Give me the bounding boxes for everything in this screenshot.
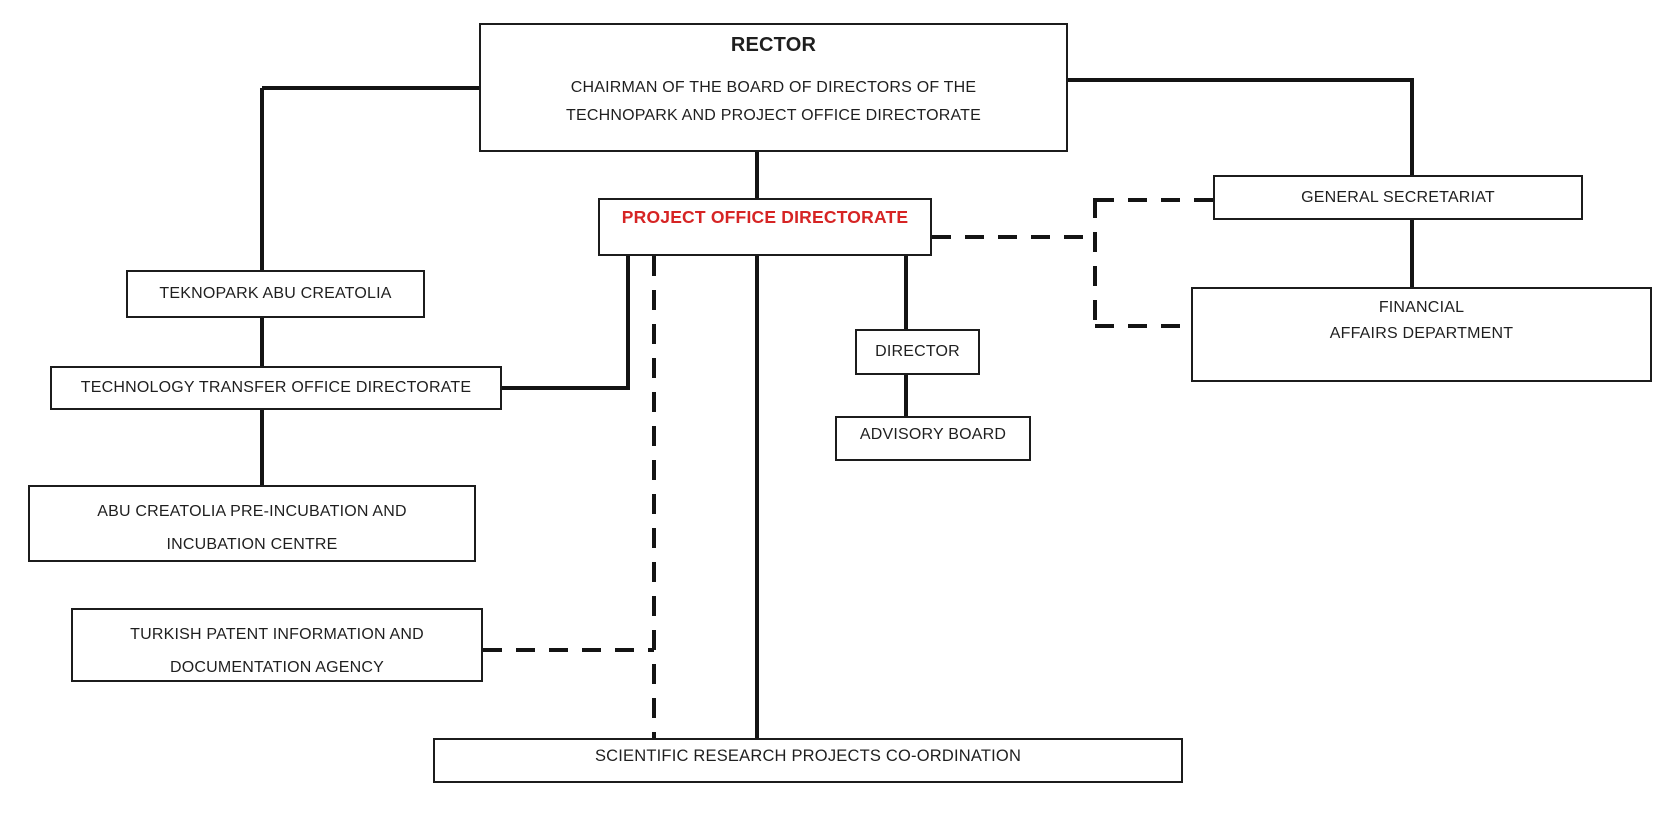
connector-rector-right	[1068, 78, 1414, 82]
node-project-office-directorate: PROJECT OFFICE DIRECTORATE	[598, 198, 932, 256]
node-general-secretariat: GENERAL SECRETARIAT	[1213, 175, 1583, 220]
financial-label-line1: FINANCIAL	[1378, 299, 1465, 316]
scientific-research-label: SCIENTIFIC RESEARCH PROJECTS CO-ORDINATI…	[594, 747, 1022, 765]
node-abu-creatolia-incubation-centre: ABU CREATOLIA PRE-INCUBATION AND INCUBAT…	[28, 485, 476, 562]
rector-subtitle-line1: CHAIRMAN OF THE BOARD OF DIRECTORS OF TH…	[570, 79, 977, 96]
node-project-office-label: PROJECT OFFICE DIRECTORATE	[621, 207, 909, 227]
teknopark-label: TEKNOPARK ABU CREATOLIA	[159, 285, 392, 302]
abu-incubation-label-line2: INCUBATION CENTRE	[166, 536, 338, 553]
connector-project-office-tto-horizontal	[502, 386, 630, 390]
connector-project-office-tto-vertical	[626, 256, 630, 390]
node-technology-transfer-office: TECHNOLOGY TRANSFER OFFICE DIRECTORATE	[50, 366, 502, 410]
dashed-connector-project-office-down	[652, 256, 656, 738]
rector-subtitle-line2: TECHNOPARK AND PROJECT OFFICE DIRECTORAT…	[565, 107, 982, 124]
connector-project-office-director	[904, 256, 908, 329]
connector-rector-teknopark	[260, 88, 264, 270]
dashed-connector-project-office-right	[932, 235, 1095, 239]
advisory-board-label: ADVISORY BOARD	[859, 426, 1007, 443]
connector-rector-general-secretariat	[1410, 78, 1414, 175]
turkish-patent-label-line2: DOCUMENTATION AGENCY	[169, 659, 385, 676]
connector-rector-project-office	[755, 152, 759, 198]
connector-teknopark-tto	[260, 318, 264, 366]
abu-incubation-label-line1: ABU CREATOLIA PRE-INCUBATION AND	[97, 503, 407, 520]
node-scientific-research-projects: SCIENTIFIC RESEARCH PROJECTS CO-ORDINATI…	[433, 738, 1183, 783]
connector-tto-incubation	[260, 410, 264, 485]
node-director: DIRECTOR	[855, 329, 980, 375]
connector-general-secretariat-financial	[1410, 220, 1414, 295]
dashed-connector-financial	[1095, 324, 1191, 328]
financial-label-line2: AFFAIRS DEPARTMENT	[1329, 325, 1514, 342]
node-teknopark-abu-creatolia: TEKNOPARK ABU CREATOLIA	[126, 270, 425, 318]
connector-rector-left	[262, 86, 479, 90]
node-advisory-board: ADVISORY BOARD	[835, 416, 1031, 461]
turkish-patent-label-line1: TURKISH PATENT INFORMATION AND	[130, 626, 424, 643]
dashed-connector-right-vertical	[1093, 198, 1097, 328]
dashed-connector-general-secretariat	[1095, 198, 1213, 202]
node-rector: RECTOR CHAIRMAN OF THE BOARD OF DIRECTOR…	[479, 23, 1068, 152]
connector-project-office-scientific-research	[755, 256, 759, 760]
dashed-connector-turkish-patent	[483, 648, 654, 652]
rector-title: RECTOR	[730, 34, 817, 56]
director-label: DIRECTOR	[875, 343, 960, 360]
node-financial-affairs-department: FINANCIAL AFFAIRS DEPARTMENT	[1191, 287, 1652, 382]
technology-transfer-label: TECHNOLOGY TRANSFER OFFICE DIRECTORATE	[80, 379, 472, 396]
general-secretariat-label: GENERAL SECRETARIAT	[1301, 188, 1495, 206]
connector-director-advisory-board	[904, 375, 908, 430]
node-turkish-patent-agency: TURKISH PATENT INFORMATION AND DOCUMENTA…	[71, 608, 483, 682]
